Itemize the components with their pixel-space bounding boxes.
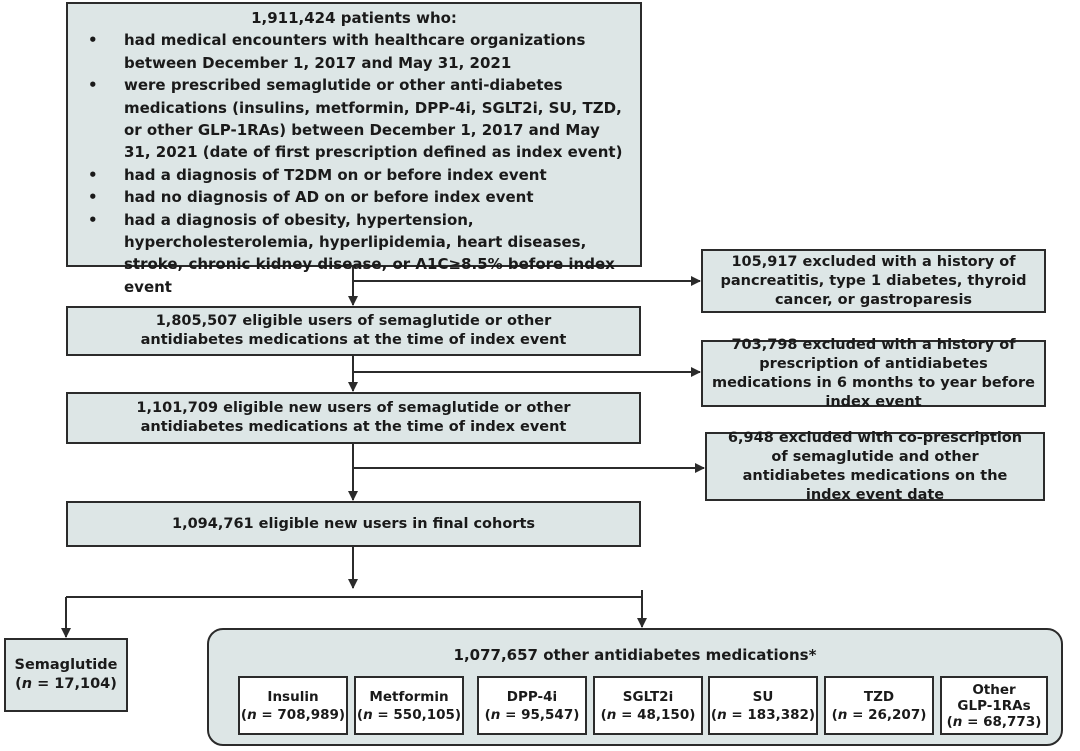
medication-name: Insulin	[267, 688, 319, 705]
medication-name: TZD	[863, 688, 895, 705]
metformin-box: Metformin (n = 550,105)	[354, 676, 464, 735]
insulin-box: Insulin (n = 708,989)	[238, 676, 348, 735]
sglt2i-box: SGLT2i (n = 48,150)	[593, 676, 703, 735]
criteria-item: had medical encounters with healthcare o…	[82, 29, 626, 74]
exclusion-text: 6,948 excluded with co-prescription of s…	[727, 429, 1023, 503]
other-medications-title: 1,077,657 other antidiabetes medications…	[453, 646, 817, 664]
cohort-title: 1,911,424 patients who:	[251, 9, 457, 27]
final-cohort-box: 1,094,761 eligible new users in final co…	[66, 501, 641, 547]
medication-count: (n = 708,989)	[240, 706, 346, 723]
tzd-box: TZD (n = 26,207)	[824, 676, 934, 735]
dpp4i-box: DPP-4i (n = 95,547)	[477, 676, 587, 735]
criteria-list: had medical encounters with healthcare o…	[82, 29, 626, 298]
criteria-item: had no diagnosis of AD on or before inde…	[82, 186, 626, 209]
su-box: SU (n = 183,382)	[708, 676, 818, 735]
exclusion-text: 105,917 excluded with a history of pancr…	[720, 253, 1027, 308]
inclusion-criteria-box: 1,911,424 patients who: had medical enco…	[66, 2, 642, 296]
step-text: 1,094,761 eligible new users in final co…	[171, 515, 536, 532]
medication-count: (n = 68,773)	[946, 713, 1042, 730]
medication-count: (n = 26,207)	[831, 706, 927, 723]
medication-count: (n = 550,105)	[356, 706, 462, 723]
other-glp1ra-box: Other GLP-1RAs (n = 68,773)	[940, 676, 1048, 735]
medication-count: (n = 48,150)	[600, 706, 696, 723]
medication-count: (n = 95,547)	[484, 706, 580, 723]
step-box-1: 1,805,507 eligible users of semaglutide …	[66, 306, 641, 356]
semaglutide-box: Semaglutide (n = 17,104)	[4, 638, 128, 712]
medication-name: Metformin	[369, 688, 449, 705]
criteria-item: had a diagnosis of T2DM on or before ind…	[82, 164, 626, 187]
medication-name: SU	[752, 688, 774, 705]
exclusion-box-3: 6,948 excluded with co-prescription of s…	[705, 430, 1045, 503]
other-medications-group: 1,077,657 other antidiabetes medications…	[207, 628, 1063, 746]
criteria-item: were prescribed semaglutide or other ant…	[82, 74, 626, 164]
semaglutide-count: (n = 17,104)	[15, 676, 117, 692]
exclusion-text: 703,798 excluded with a history of presc…	[711, 336, 1036, 410]
step-box-2: 1,101,709 eligible new users of semaglut…	[66, 392, 641, 444]
medication-name: SGLT2i	[622, 688, 674, 705]
exclusion-box-1: 105,917 excluded with a history of pancr…	[701, 249, 1046, 313]
medication-count: (n = 183,382)	[710, 706, 816, 723]
medication-name: DPP-4i	[506, 688, 558, 705]
step-text: 1,805,507 eligible users of semaglutide …	[140, 313, 567, 348]
medication-name: Other GLP-1RAs	[957, 681, 1031, 714]
exclusion-box-2: 703,798 excluded with a history of presc…	[701, 337, 1046, 410]
criteria-item: had a diagnosis of obesity, hypertension…	[82, 209, 626, 299]
semaglutide-label: Semaglutide	[14, 657, 118, 673]
step-text: 1,101,709 eligible new users of semaglut…	[136, 400, 571, 435]
